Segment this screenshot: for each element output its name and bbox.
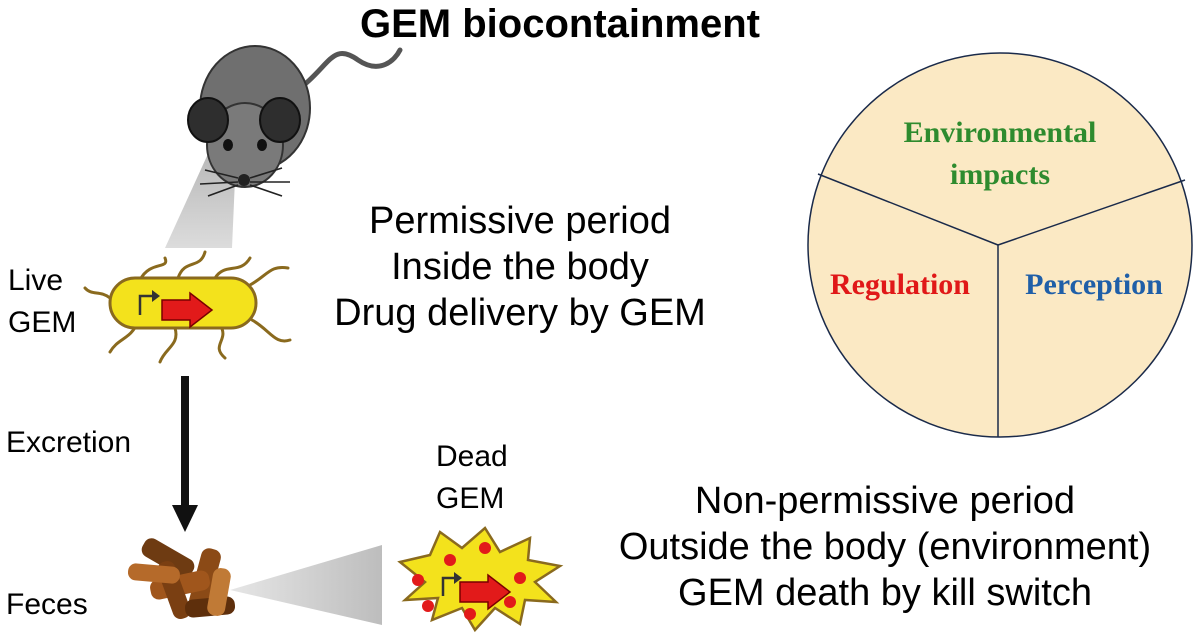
live-gem-label: GEM — [8, 306, 77, 339]
dead-bacterium-icon — [397, 526, 564, 633]
dead-gem-label: GEM — [436, 482, 505, 515]
environmental-impacts-label-line-2: impacts — [950, 158, 1050, 191]
permissive-line-2: Inside the body — [391, 246, 649, 288]
non-permissive-line-2: Outside the body (environment) — [618, 526, 1152, 568]
non-permissive-line-1: Non-permissive period — [694, 480, 1076, 522]
live-label: Live — [8, 264, 64, 297]
permissive-line-3: Drug delivery by GEM — [334, 292, 706, 334]
excretion-label: Excretion — [6, 426, 132, 459]
environmental-impacts-label-line-1: Environmental — [903, 116, 1097, 149]
dead-label: Dead — [436, 440, 508, 473]
gem-aspects-circle — [807, 52, 1193, 438]
non-permissive-line-3: GEM death by kill switch — [678, 572, 1092, 614]
mouse-icon — [187, 45, 403, 197]
non-permissive-period-text: Non-permissive period Outside the body (… — [575, 478, 1195, 616]
permissive-line-1: Permissive period — [369, 200, 671, 242]
regulation-label: Regulation — [829, 268, 970, 301]
feces-icon — [127, 538, 236, 620]
perception-label: Perception — [1025, 268, 1163, 301]
diagram-title: GEM biocontainment — [360, 2, 760, 46]
feces-label: Feces — [6, 588, 88, 621]
live-bacterium-icon — [83, 250, 292, 364]
magnify-beam-lower — [230, 545, 382, 625]
down-arrow-icon — [172, 376, 198, 532]
permissive-period-text: Permissive period Inside the body Drug d… — [300, 198, 740, 336]
